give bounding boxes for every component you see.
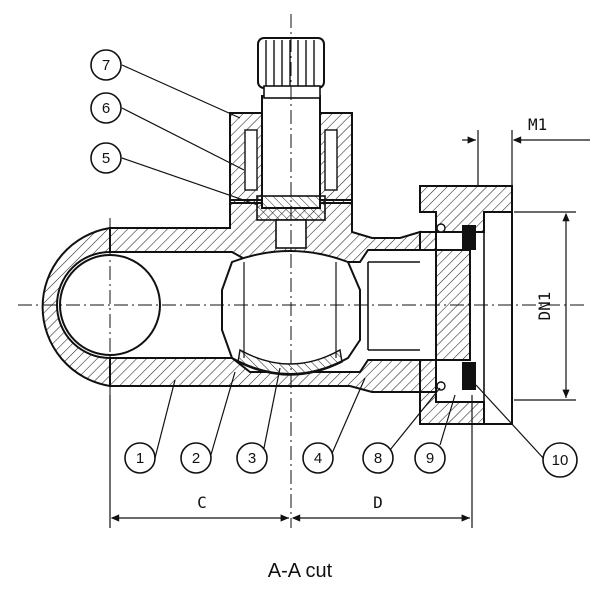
callout-2: 2 bbox=[180, 442, 212, 474]
svg-text:5: 5 bbox=[102, 150, 110, 167]
center-lines bbox=[18, 14, 586, 528]
callout-3: 3 bbox=[236, 442, 268, 474]
valve-body bbox=[41, 199, 471, 393]
svg-text:6: 6 bbox=[102, 100, 110, 117]
callout-8: 8 bbox=[362, 442, 394, 474]
callout-5: 5 bbox=[90, 142, 122, 174]
svg-text:2: 2 bbox=[192, 450, 200, 467]
svg-text:3: 3 bbox=[248, 450, 256, 467]
dim-d-label: D bbox=[373, 493, 383, 512]
dim-dn1-label: DN1 bbox=[535, 292, 554, 321]
svg-text:4: 4 bbox=[314, 450, 322, 467]
dimension-lines bbox=[109, 130, 590, 528]
callout-6: 6 bbox=[90, 92, 122, 124]
svg-text:9: 9 bbox=[426, 450, 434, 467]
callout-9: 9 bbox=[414, 442, 446, 474]
svg-text:8: 8 bbox=[374, 450, 382, 467]
svg-text:7: 7 bbox=[102, 57, 110, 74]
svg-text:1: 1 bbox=[136, 450, 144, 467]
dim-m1-label: M1 bbox=[528, 115, 547, 134]
dim-c-label: C bbox=[197, 493, 207, 512]
leader-lines bbox=[121, 64, 546, 461]
union-nut bbox=[419, 185, 513, 425]
callout-4: 4 bbox=[302, 442, 334, 474]
callouts: 7 6 5 1 2 3 4 8 9 10 bbox=[90, 49, 578, 478]
section-caption: A-A cut bbox=[267, 560, 333, 582]
callout-1: 1 bbox=[124, 442, 156, 474]
callout-10: 10 bbox=[542, 442, 578, 478]
callout-7: 7 bbox=[90, 49, 122, 81]
svg-text:10: 10 bbox=[552, 452, 569, 469]
